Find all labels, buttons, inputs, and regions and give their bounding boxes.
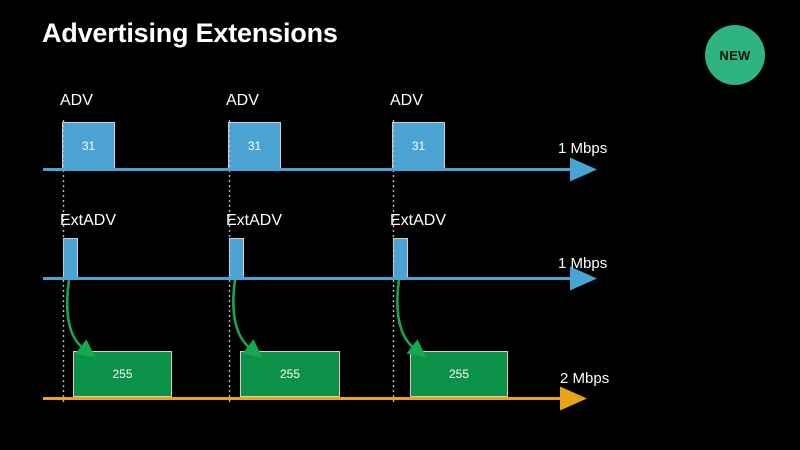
payload-block-1	[73, 351, 172, 397]
payload-block-3	[410, 351, 508, 397]
payload-block-2	[240, 351, 340, 397]
extadv-label-2: ExtADV	[226, 212, 283, 229]
adv-block-value-3: 31	[411, 139, 426, 153]
new-badge-label: NEW	[719, 47, 751, 63]
page-title: Advertising Extensions	[42, 18, 338, 48]
extadv-label-3: ExtADV	[390, 212, 447, 229]
new-badge: NEW	[705, 25, 765, 85]
adv-label-2: ADV	[226, 92, 259, 109]
adv-block-3	[392, 122, 445, 169]
payload-block-value-3: 255	[448, 367, 470, 381]
guide-lines	[62, 120, 395, 405]
rate-label-row-3: 2 Mbps	[560, 370, 610, 387]
payload-block-value-2: 255	[279, 367, 301, 381]
handoff-arrows	[65, 279, 427, 358]
adv-block-value-1: 31	[81, 139, 96, 153]
payload-block-value-1: 255	[112, 367, 133, 381]
adv-block-value-2: 31	[247, 139, 262, 153]
adv-block-2	[228, 122, 281, 169]
adv-label-3: ADV	[390, 92, 423, 109]
extadv-label-1: ExtADV	[60, 212, 117, 229]
rate-label-row-1: 1 Mbps	[558, 140, 608, 157]
adv-label-1: ADV	[60, 92, 93, 109]
